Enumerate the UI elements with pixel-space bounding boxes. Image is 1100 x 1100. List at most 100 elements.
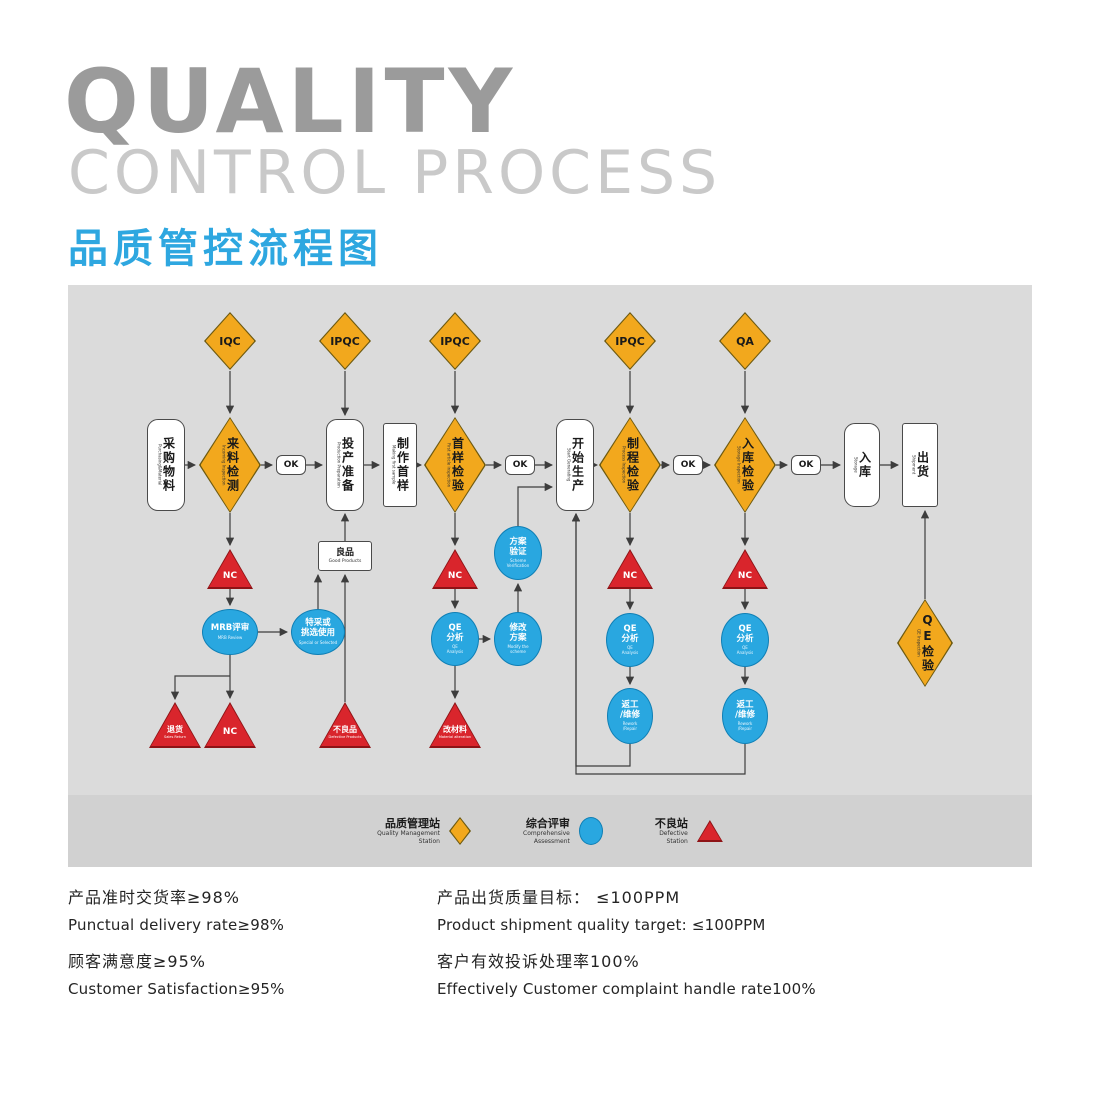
node-sub-label: Production Preparation	[336, 442, 342, 488]
node-label: 制作首样	[395, 437, 410, 493]
nc-triangle-bottom: NC	[204, 702, 256, 748]
nc-triangle-first-article: NC	[432, 549, 478, 589]
checkpoint-ipqc-3: IPQC	[604, 312, 656, 370]
metric-label-en: Punctual delivery rate≥98%	[68, 916, 285, 934]
legend-sub-label: Comprehensive Assessment	[523, 830, 570, 845]
node-label: 修改 方案	[509, 622, 527, 643]
legend-sub-label: Defective Station	[659, 830, 688, 845]
triangle-fill	[209, 551, 251, 587]
ok-badge-3: OK	[673, 455, 703, 475]
node-sub-label: Start Generating	[566, 448, 572, 482]
checkpoint-label: IPQC	[330, 334, 360, 348]
metric-label-zh: 产品准时交货率≥98%	[68, 888, 240, 907]
node-sub-label: Good Products	[328, 558, 362, 564]
metric-punctual-delivery: 产品准时交货率≥98% Punctual delivery rate≥98%	[68, 884, 284, 934]
node-label: QE 分析	[736, 623, 754, 644]
triangle-fill	[206, 704, 254, 746]
node-label: 出货	[915, 451, 930, 479]
node-sub-label: Making first sample	[391, 445, 397, 485]
ok-label: OK	[680, 460, 696, 470]
checkpoint-label: IQC	[219, 334, 241, 348]
node-label: 方案 验证	[509, 536, 527, 557]
ok-badge-4: OK	[791, 455, 821, 475]
node-label: 返工 /维修	[619, 699, 641, 720]
ok-badge-1: OK	[276, 455, 306, 475]
page-title: QUALITY	[64, 50, 517, 153]
nc-label: NC	[447, 571, 463, 581]
legend-sub-label: Quality Management Station	[377, 830, 440, 845]
node-sub-label: MRB Review	[217, 634, 243, 640]
node-label: 入库检验	[740, 437, 755, 493]
node-label: 改材料	[442, 725, 467, 735]
ok-badge-2: OK	[505, 455, 535, 475]
page-title-line2: CONTROL PROCESS	[68, 138, 722, 208]
checkpoint-label: IPQC	[440, 334, 470, 348]
node-label: 特采或 挑选使用	[300, 618, 335, 638]
node-label: 来料检测	[225, 437, 240, 493]
triangle-fill	[724, 551, 766, 587]
checkpoint-label: QA	[736, 334, 754, 348]
node-sub-label: Modify the scheme	[507, 644, 529, 655]
checkpoint-iqc: IQC	[204, 312, 256, 370]
node-sub-label: Scheme Verification	[506, 558, 530, 569]
legend-diamond-icon	[449, 817, 471, 845]
metric-complaint-handling: 客户有效投诉处理率100% Effectively Customer compl…	[437, 948, 816, 998]
checkpoint-label: IPQC	[615, 334, 645, 348]
node-label: 返工 /维修	[734, 699, 756, 720]
node-label: 退货	[166, 725, 183, 735]
metric-label-en: Product shipment quality target: ≤100PPM	[437, 916, 766, 934]
ok-label: OK	[798, 460, 814, 470]
checkpoint-qa: QA	[719, 312, 771, 370]
nc-triangle-process: NC	[607, 549, 653, 589]
node-sub-label: Storage	[853, 457, 859, 473]
triangle-fill	[609, 551, 651, 587]
node-label: 首样检验	[450, 437, 465, 493]
legend-label: 综合评审	[525, 817, 570, 831]
node-sub-label: Defective Products	[328, 735, 362, 740]
node-label: 投产准备	[340, 437, 355, 493]
node-sub-label: Material alteration	[438, 735, 472, 740]
nc-label: NC	[737, 571, 753, 581]
node-label: 制程检验	[625, 437, 640, 493]
node-sub-label: Purchasing&Material	[157, 444, 163, 486]
nc-triangle-incoming: NC	[207, 549, 253, 589]
metric-label-zh: 顾客满意度≥95%	[68, 952, 206, 971]
node-sub-label: Sales Return	[163, 735, 187, 740]
legend-ellipse-icon	[578, 817, 603, 845]
page-subtitle-chinese: 品质管控流程图	[68, 226, 383, 272]
node-sub-label: QE Analysis	[736, 645, 754, 656]
node-sub-label: QE Analysis	[621, 645, 639, 656]
node-label: 采购物料	[161, 437, 176, 493]
node-label: QE检验	[920, 613, 935, 673]
checkpoint-ipqc-1: IPQC	[319, 312, 371, 370]
node-sub-label: Rework /Repair	[737, 721, 753, 732]
metric-shipment-quality: 产品出货质量目标： ≤100PPM Product shipment quali…	[437, 884, 765, 934]
node-sub-label: Rework /Repair	[622, 721, 638, 732]
node-sub-label: Process Inspection	[621, 446, 627, 484]
metric-label-en: Customer Satisfaction≥95%	[68, 980, 285, 998]
